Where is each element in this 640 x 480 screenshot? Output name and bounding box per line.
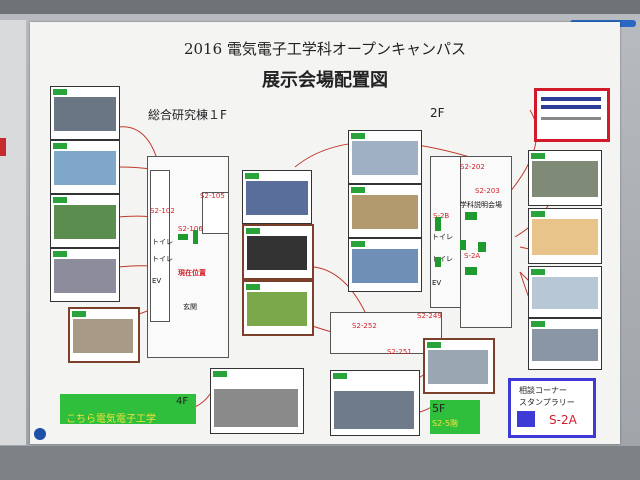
exhibit-card xyxy=(242,280,314,336)
room-s2-102: S2-102 xyxy=(150,207,175,215)
fifth-floor-sign: 5F S2-5階 xyxy=(430,400,480,434)
building-2f-wing xyxy=(460,156,512,328)
side-panel xyxy=(0,20,26,445)
room-s-2a: S-2A xyxy=(464,252,481,260)
poster-title: 2016 電気電子工学科オープンキャンパス xyxy=(183,40,467,58)
room-s2-251: S2-251 xyxy=(387,348,412,356)
room-s2-249: S2-249 xyxy=(417,312,442,320)
room-s-2b: S-2B xyxy=(433,212,450,220)
stamp-rally-subtitle: スタンプラリー xyxy=(519,398,575,407)
exhibit-card xyxy=(50,140,120,194)
exhibit-card xyxy=(528,208,602,264)
exhibit-card xyxy=(210,368,304,434)
poster-subtitle: 展示会場配置図 xyxy=(262,70,388,91)
highlight-card xyxy=(534,88,610,142)
exhibit-card xyxy=(242,170,312,224)
toilet-label: トイレ xyxy=(432,233,453,241)
exhibit-marker xyxy=(193,230,198,244)
room-s2-202: S2-202 xyxy=(460,163,485,171)
floor-label-5f: 5F xyxy=(432,402,446,415)
elevator-label: EV xyxy=(152,277,162,285)
exhibit-marker xyxy=(478,242,486,252)
fifth-floor-room: S2-5階 xyxy=(432,419,459,428)
elevator-label: EV xyxy=(432,279,442,287)
room-s2-203: S2-203 xyxy=(475,187,500,195)
floor-label-2f: 2F xyxy=(430,106,445,120)
room-block-1f xyxy=(202,192,229,234)
exhibit-card xyxy=(330,370,420,436)
exhibit-card xyxy=(348,130,422,184)
entrance-label: 玄関 xyxy=(183,303,197,311)
exhibit-marker xyxy=(435,217,441,231)
exhibit-marker xyxy=(465,212,477,220)
exhibit-card xyxy=(528,266,602,318)
toilet-label: トイレ xyxy=(432,255,453,263)
magnet xyxy=(34,428,46,440)
exhibit-card xyxy=(50,248,120,302)
stamp-rally-room: S-2A xyxy=(549,413,577,427)
stamp-rally-title: 相談コーナー xyxy=(519,386,567,395)
red-pin xyxy=(0,138,6,156)
toilet-label: トイレ xyxy=(152,238,173,246)
stamp-icon xyxy=(517,411,535,427)
guidance-label: 学科説明会場 xyxy=(460,201,502,209)
stair-block xyxy=(150,170,170,322)
floor-label-4f: 4F xyxy=(176,396,189,407)
room-s2-106: S2-106 xyxy=(178,225,203,233)
bottom-rail xyxy=(0,446,640,480)
exhibit-card xyxy=(242,224,314,280)
toilet-label: トイレ xyxy=(152,255,173,263)
exhibit-marker xyxy=(435,257,441,267)
fourth-floor-sign: 4F こちら電気電子工学 xyxy=(60,394,196,425)
floor-map-poster: 2016 電気電子工学科オープンキャンパス 展示会場配置図 総合研究棟１F 2F xyxy=(30,22,620,444)
exhibit-card xyxy=(348,238,422,292)
room-s2-252: S2-252 xyxy=(352,322,377,330)
stamp-rally-box: 相談コーナー スタンプラリー S-2A xyxy=(508,378,596,438)
exhibit-marker xyxy=(465,267,477,275)
exhibit-card xyxy=(528,318,602,370)
exhibit-card xyxy=(50,194,120,248)
top-rail xyxy=(0,0,640,14)
exhibit-card xyxy=(423,338,495,394)
exhibit-card xyxy=(68,307,140,363)
exhibit-card xyxy=(50,86,120,140)
current-location-label: 現在位置 xyxy=(178,269,206,277)
fourth-floor-sign-text: こちら電気電子工学 xyxy=(66,414,156,425)
room-s2-105: S2-105 xyxy=(200,192,225,200)
exhibit-card xyxy=(528,150,602,206)
exhibit-card xyxy=(348,184,422,238)
exhibit-marker xyxy=(460,240,466,250)
exhibit-marker xyxy=(178,234,188,240)
floor-label-1f: 総合研究棟１F xyxy=(148,108,227,122)
